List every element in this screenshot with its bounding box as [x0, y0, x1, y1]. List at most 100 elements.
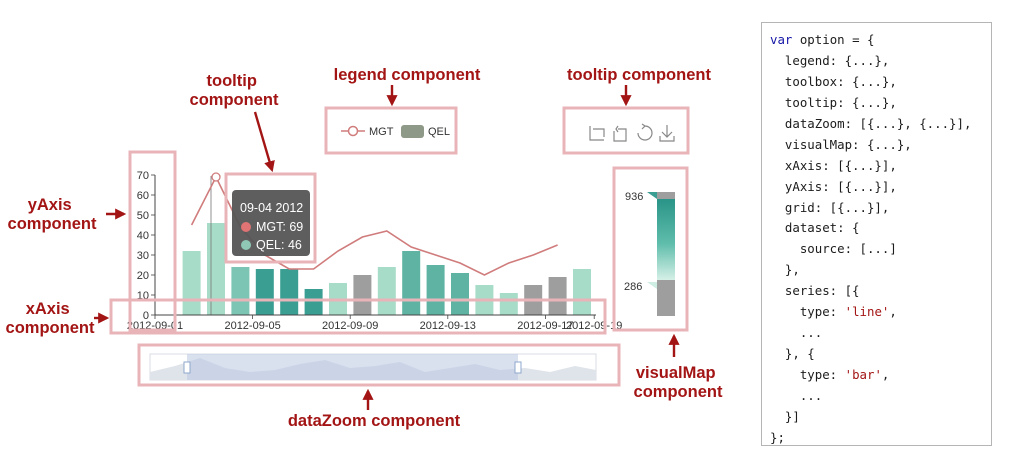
- line-circle-icon-marker: [347, 125, 359, 137]
- data-zoom: [149, 353, 597, 381]
- bar-qel[interactable]: [207, 223, 225, 315]
- bar-qel[interactable]: [499, 293, 518, 315]
- code-line: source: [...]: [770, 239, 991, 260]
- code-token: toolbox: {...},: [770, 73, 897, 89]
- xaxis-highlight-box: [109, 298, 607, 335]
- datazoom-annotation: dataZoom component: [288, 412, 461, 430]
- x-tick-label: 2012-09-05: [224, 320, 280, 332]
- tooltip-mgt-value: MGT: 69: [256, 220, 303, 234]
- toolbox: [589, 123, 675, 142]
- visual-map-range[interactable]: [657, 199, 675, 280]
- x-tick-label: 2012-09-09: [322, 320, 378, 332]
- code-line: }, {: [770, 344, 991, 365]
- bar-qel[interactable]: [231, 267, 250, 315]
- code-line: type: 'line',: [770, 302, 991, 323]
- code-token: yAxis: [{...}],: [770, 178, 897, 194]
- visualmap-annotation: visualMap component: [634, 364, 723, 401]
- bar-qel[interactable]: [573, 269, 591, 315]
- code-line: },: [770, 260, 991, 281]
- download-icon[interactable]: [659, 125, 675, 142]
- tooltip-title: 09-04 2012: [240, 201, 303, 215]
- refresh-icon[interactable]: [637, 123, 653, 141]
- visual-map: 936 286: [624, 191, 675, 316]
- bar-qel[interactable]: [377, 267, 396, 315]
- visualmap-highlight-box: [612, 166, 689, 332]
- yaxis-highlight-box: [128, 150, 177, 332]
- code-token: 'line': [844, 304, 890, 320]
- legend-highlight-box: [324, 106, 458, 155]
- code-token: visualMap: {...},: [770, 136, 912, 152]
- data-zoom-left-handle[interactable]: [183, 361, 191, 374]
- data-zoom-selected-range[interactable]: [187, 354, 518, 380]
- tooltip-annotation-right: tooltip component: [567, 66, 711, 84]
- y-tick-label: 20: [137, 270, 149, 282]
- code-line: };: [770, 428, 991, 449]
- bar-qel[interactable]: [255, 269, 274, 315]
- y-tick-label: 30: [137, 250, 149, 262]
- tooltip-qel-value: QEL: 46: [256, 238, 302, 252]
- code-line: type: 'bar',: [770, 365, 991, 386]
- highlight-boxes: [109, 106, 690, 387]
- x-tick-label: 2012-09-13: [420, 320, 476, 332]
- bar-qel[interactable]: [402, 251, 421, 315]
- visual-map-bottom-handle[interactable]: [647, 282, 657, 289]
- annotation-arrows: [94, 85, 680, 410]
- zoom-select-icon[interactable]: [589, 126, 605, 141]
- y-tick-label: 60: [137, 190, 149, 202]
- code-token: grid: [{...}],: [770, 199, 890, 215]
- code-line: }]: [770, 407, 991, 428]
- zoom-reset-icon[interactable]: [613, 125, 627, 142]
- x-tick-label: 2012-09-17: [517, 320, 573, 332]
- visual-map-top-handle[interactable]: [647, 192, 657, 199]
- bar-qel[interactable]: [353, 275, 372, 315]
- code-token: source: [...]: [770, 241, 897, 257]
- y-tick-label: 40: [137, 230, 149, 242]
- bar-qel[interactable]: [182, 251, 201, 315]
- visual-map-max-label: 936: [625, 191, 643, 203]
- yaxis-annotation: yAxis component: [8, 196, 97, 233]
- code-line: yAxis: [{...}],: [770, 177, 991, 198]
- x-tick-label: 2012-09-19: [566, 320, 622, 332]
- code-token: type:: [770, 304, 845, 320]
- bar-qel[interactable]: [548, 277, 567, 315]
- code-token: dataZoom: [{...}, {...}],: [770, 115, 972, 131]
- rounded-rect-icon: [401, 125, 424, 138]
- code-token: ,: [889, 304, 897, 320]
- tooltip-mgt-dot: [241, 222, 251, 232]
- bar-qel[interactable]: [451, 273, 469, 315]
- code-line: ...: [770, 386, 991, 407]
- code-line: visualMap: {...},: [770, 135, 991, 156]
- code-token: var: [770, 32, 793, 47]
- tooltip-annotation-left: tooltip component: [190, 72, 279, 109]
- code-line: grid: [{...}],: [770, 198, 991, 219]
- bar-qel[interactable]: [304, 289, 323, 315]
- mgt-hover-point[interactable]: [211, 172, 221, 182]
- bar-qel[interactable]: [280, 269, 299, 315]
- code-token: tooltip: {...},: [770, 94, 897, 110]
- tooltip-background: [232, 190, 310, 256]
- legend-annotation: legend component: [334, 66, 481, 84]
- y-tick-label: 50: [137, 210, 149, 222]
- xaxis-annotation: xAxis component: [6, 300, 95, 337]
- code-line: tooltip: {...},: [770, 93, 991, 114]
- y-tick-label: 0: [143, 310, 149, 322]
- code-line: xAxis: [{...}],: [770, 156, 991, 177]
- bar-qel[interactable]: [426, 265, 445, 315]
- code-token: }]: [770, 408, 800, 424]
- code-token: ...: [770, 325, 823, 341]
- legend-item-qel[interactable]: QEL: [401, 125, 450, 138]
- data-zoom-right-handle[interactable]: [514, 361, 522, 374]
- code-line: legend: {...},: [770, 51, 991, 72]
- bar-series-qel: [182, 223, 591, 315]
- code-token: dataset: {: [770, 220, 860, 236]
- code-line: series: [{: [770, 281, 991, 302]
- code-token: ,: [881, 367, 890, 382]
- tooltip-arrow: [253, 111, 275, 173]
- legend-item-mgt[interactable]: MGT: [341, 125, 394, 138]
- visual-map-min-label: 286: [624, 281, 642, 293]
- legend-label-qel: QEL: [428, 126, 450, 138]
